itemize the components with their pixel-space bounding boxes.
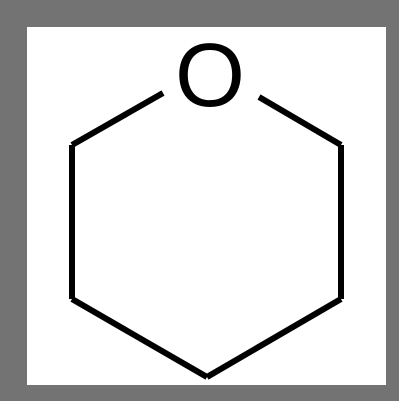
drawing-canvas — [27, 27, 386, 385]
oxygen-atom-label: O — [175, 26, 245, 126]
bond-c-left-bottom-to-c-bottom — [70, 296, 209, 380]
bond-o-to-c-left — [70, 90, 165, 148]
bond-c-right-to-o — [257, 94, 343, 148]
bond-c-bottom-to-c-right-bottom — [205, 296, 343, 380]
